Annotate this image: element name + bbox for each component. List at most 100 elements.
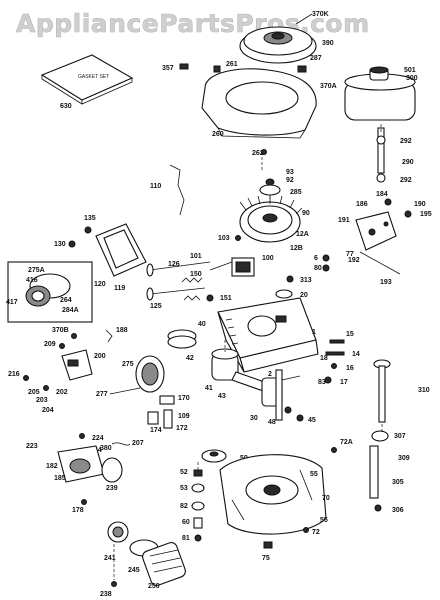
screw-209[interactable] [59,343,65,349]
callout-184: 184 [376,191,388,198]
bolt-48[interactable] [284,406,292,414]
decal-287[interactable] [297,65,307,73]
bolt-17[interactable] [324,376,332,384]
breather-20[interactable] [275,289,293,299]
screw-357[interactable] [179,63,189,70]
nut-80[interactable] [322,264,330,272]
bolt-72[interactable] [303,527,309,533]
bolt-72A[interactable] [331,447,337,453]
screw-238[interactable] [111,581,117,587]
retainer-151[interactable] [206,294,214,302]
shaft-60[interactable] [193,517,203,529]
callout-275A: 275A [28,267,45,274]
fill-tube-305[interactable] [369,445,379,499]
callout-305: 305 [392,479,404,486]
seal-306[interactable] [374,504,382,512]
gasket-292-lower[interactable] [376,173,386,183]
callout-192: 192 [348,257,360,264]
screw-178[interactable] [81,499,87,505]
crankcase-sump[interactable] [219,454,327,535]
fuel-filter-250[interactable] [129,539,187,587]
baffle-109[interactable] [163,409,173,429]
part-370B[interactable] [71,333,77,339]
oil-fill-cap-307[interactable] [371,430,389,442]
carburetor-200[interactable] [61,349,93,381]
drain-plug-75[interactable] [263,541,273,549]
callout-178: 178 [72,507,84,514]
governor-crank-14[interactable] [325,351,345,356]
screw-224[interactable] [79,433,85,439]
callout-300: 300 [406,75,418,82]
screw-190[interactable] [404,210,412,218]
screw-103[interactable] [235,235,241,241]
nut-81[interactable] [194,534,202,542]
clip-16[interactable] [331,363,337,369]
valve-spring[interactable] [181,277,203,301]
callout-53: 53 [180,485,188,492]
callout-292-upper: 292 [400,138,412,145]
callout-41: 41 [205,385,213,392]
muffler[interactable] [344,66,416,121]
callout-306: 306 [392,507,404,514]
callout-203: 203 [36,397,48,404]
air-filter-275[interactable] [135,355,165,393]
air-guide-170[interactable] [159,395,175,405]
bearing-53[interactable] [191,483,205,493]
callout-100: 100 [262,255,274,262]
seal-82[interactable] [191,501,205,511]
callout-174: 174 [150,427,162,434]
cylinder-head-cover[interactable] [95,223,147,277]
air-cleaner-kit-box[interactable] [7,261,93,323]
callout-241: 241 [104,555,116,562]
piston[interactable] [211,348,239,381]
piston-rings-42[interactable] [167,329,197,349]
callout-82: 82 [180,503,188,510]
cam-gear-52[interactable] [193,469,203,477]
dipstick-tube[interactable] [373,359,391,423]
callout-313: 313 [300,277,312,284]
callout-390: 390 [322,40,334,47]
part-313[interactable] [286,275,294,283]
nut-6[interactable] [322,254,330,262]
callout-307: 307 [394,433,406,440]
heat-shield-241[interactable] [107,521,129,543]
screw-261[interactable] [213,65,221,73]
spring-216[interactable] [23,375,29,381]
gasket-set-envelope[interactable]: GASKET SET [40,54,134,105]
ignition-armature-100[interactable] [209,257,255,277]
screw-130[interactable] [68,240,76,248]
blower-housing[interactable] [201,68,317,139]
callout-284A: 284A [62,307,79,314]
callout-264: 264 [60,297,72,304]
callout-275: 275 [122,361,134,368]
callout-45: 45 [308,417,316,424]
control-bracket-191[interactable] [355,211,397,251]
callout-202: 202 [56,389,68,396]
exhaust-pipe-290[interactable] [377,127,385,174]
fuel-line-207[interactable] [111,442,131,446]
callout-14: 14 [352,351,360,358]
starter-cup-285[interactable] [259,178,281,196]
rewind-starter-assembly[interactable] [239,26,317,64]
crankshaft[interactable] [261,369,301,421]
governor-link-110[interactable] [169,164,185,216]
bolt-45[interactable] [296,414,304,422]
callout-126: 126 [168,261,180,268]
callout-370B: 370B [52,327,69,334]
valve-126[interactable] [146,261,211,277]
oil-pump-gear[interactable] [201,449,227,463]
callout-77: 77 [346,251,354,258]
fuel-pump-assembly[interactable] [57,445,123,483]
callout-17: 17 [340,379,348,386]
gasket-292-upper[interactable] [376,135,386,145]
governor-lever-15[interactable] [329,339,345,344]
flywheel[interactable] [239,195,303,243]
choke-link-188[interactable] [105,329,113,343]
screw-135[interactable] [84,226,92,234]
valve-125[interactable] [146,287,206,301]
part-174[interactable] [147,411,159,425]
screw-205[interactable] [43,385,49,391]
callout-292-lower: 292 [400,177,412,184]
screw-262[interactable] [261,149,267,155]
screw-184[interactable] [384,198,392,206]
